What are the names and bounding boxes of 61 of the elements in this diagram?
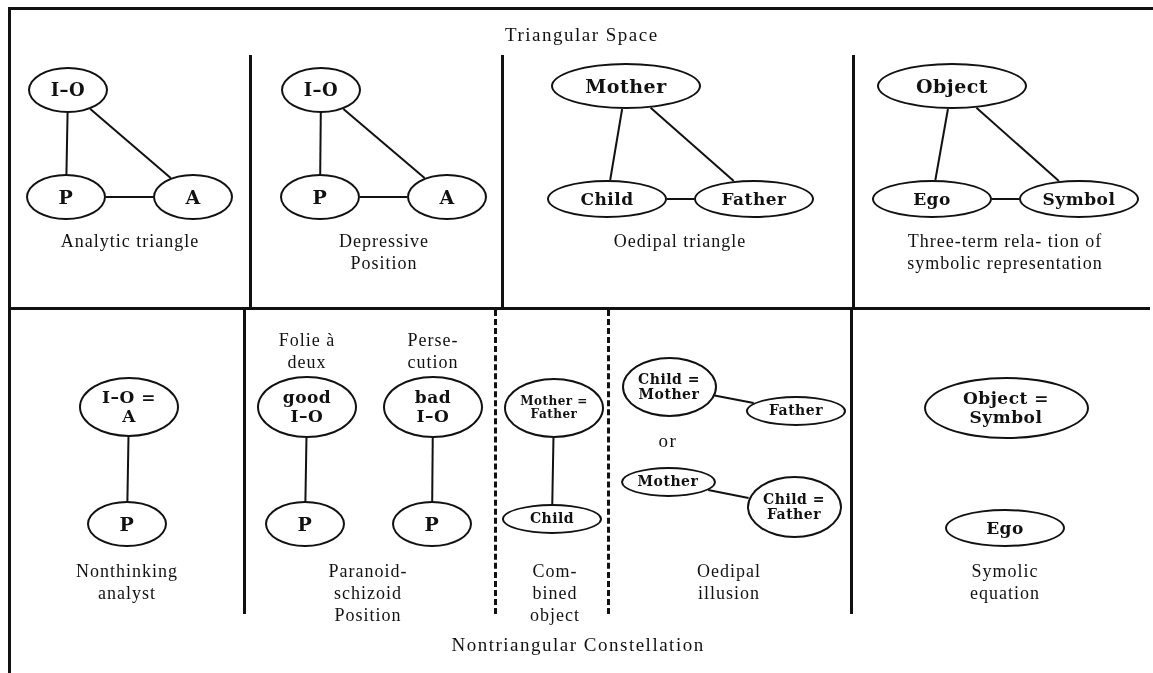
ellipse-node: Object = Symbol [923, 377, 1089, 439]
row-heading: Triangular Space [505, 24, 659, 46]
ellipse-node: P [26, 174, 106, 220]
connector-word: or [658, 430, 678, 452]
ellipse-node: P [87, 501, 167, 547]
ellipse-node: Object [877, 63, 1027, 109]
ellipse-node: I–O [281, 67, 361, 113]
ellipse-node: P [265, 501, 345, 547]
row-heading: Nontriangular Constellation [451, 634, 705, 656]
ellipse-node: Ego [945, 509, 1065, 547]
ellipse-node: Ego [872, 180, 992, 218]
ellipse-node: Symbol [1019, 180, 1139, 218]
panel-caption: Three-term rela- tion of symbolic representation [906, 230, 1104, 274]
connector-line [319, 112, 322, 175]
connector-line [359, 196, 408, 198]
ellipse-node: Mother [551, 63, 701, 109]
connector-line [609, 107, 624, 182]
ellipse-node: P [280, 174, 360, 220]
panel-caption: Analytic triangle [59, 230, 201, 252]
ellipse-node: Mother = Father [504, 378, 604, 438]
panel-caption: Depressive Position [338, 230, 430, 274]
ellipse-node: A [407, 174, 487, 220]
ellipse-node: Child = Father [746, 476, 842, 538]
ellipse-node: I–O = A [79, 377, 179, 437]
connector-line [934, 107, 949, 182]
ellipse-node: Mother [620, 467, 716, 497]
connector-line [551, 437, 555, 505]
connector-line [975, 106, 1060, 183]
ellipse-node: Child [547, 180, 667, 218]
ellipse-node: Child = Mother [621, 357, 717, 417]
connector-line [65, 112, 69, 175]
panel-caption: Oedipal triangle [612, 230, 748, 252]
panel-caption: Symolic equation [969, 560, 1041, 604]
panel [8, 55, 252, 310]
node-caption: Perse- cution [406, 329, 460, 373]
ellipse-node: P [392, 501, 472, 547]
connector-line [666, 198, 695, 200]
ellipse-node: Father [694, 180, 814, 218]
connector-line [105, 196, 154, 198]
connector-line [304, 437, 308, 502]
node-caption: Folie à deux [277, 329, 337, 373]
panel-caption: Nonthinking analyst [75, 560, 179, 604]
ellipse-node: bad I–O [383, 376, 483, 438]
ellipse-node: A [153, 174, 233, 220]
connector-line [431, 437, 434, 502]
panel-caption: Com- bined object [529, 560, 581, 626]
ellipse-node: Child [502, 504, 602, 534]
ellipse-node: I–O [28, 67, 108, 113]
panel-caption: Oedipal illusion [696, 560, 762, 604]
connector-line [649, 106, 735, 183]
connector-line [89, 108, 172, 179]
connector-line [707, 489, 750, 499]
connector-line [991, 198, 1020, 200]
panel [504, 55, 855, 310]
connector-line [713, 394, 755, 404]
ellipse-node: good I–O [257, 376, 357, 438]
connector-line [342, 108, 426, 179]
panel-caption: Paranoid- schizoid Position [327, 560, 409, 626]
connector-line [126, 436, 130, 502]
ellipse-node: Father [746, 396, 846, 426]
panel [252, 55, 504, 310]
